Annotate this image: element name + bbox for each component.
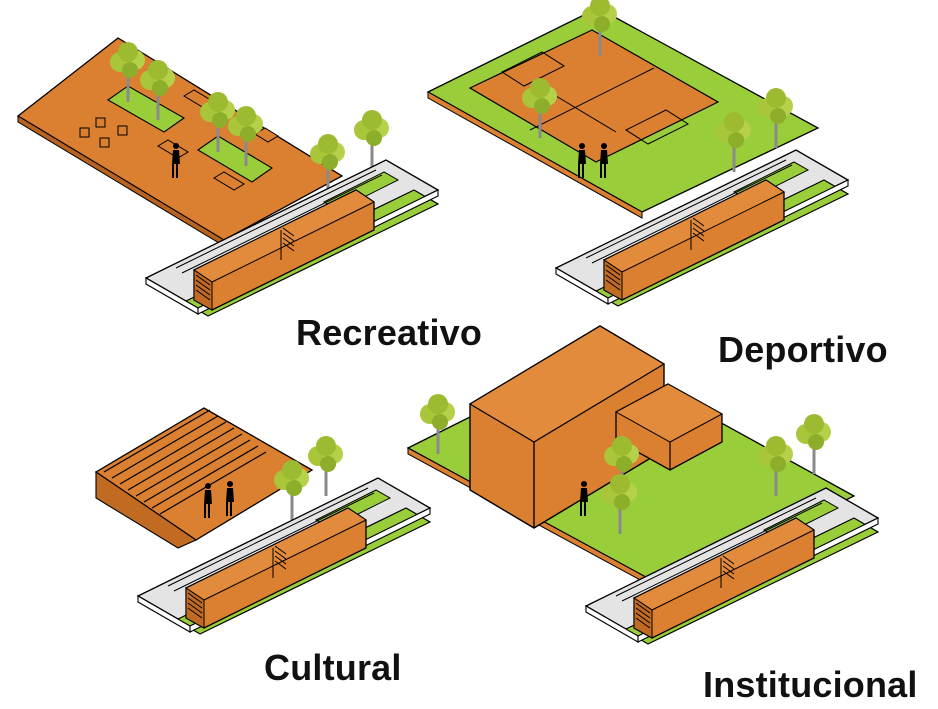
label-cultural: Cultural xyxy=(264,647,402,688)
label-institucional: Institucional xyxy=(703,664,918,705)
label-recreativo: Recreativo xyxy=(296,312,483,353)
deportivo-diagram xyxy=(426,0,849,307)
institucional-diagram xyxy=(406,325,879,645)
cultural-diagram xyxy=(94,407,431,635)
label-deportivo: Deportivo xyxy=(718,329,888,370)
recreativo-diagram xyxy=(16,37,439,317)
